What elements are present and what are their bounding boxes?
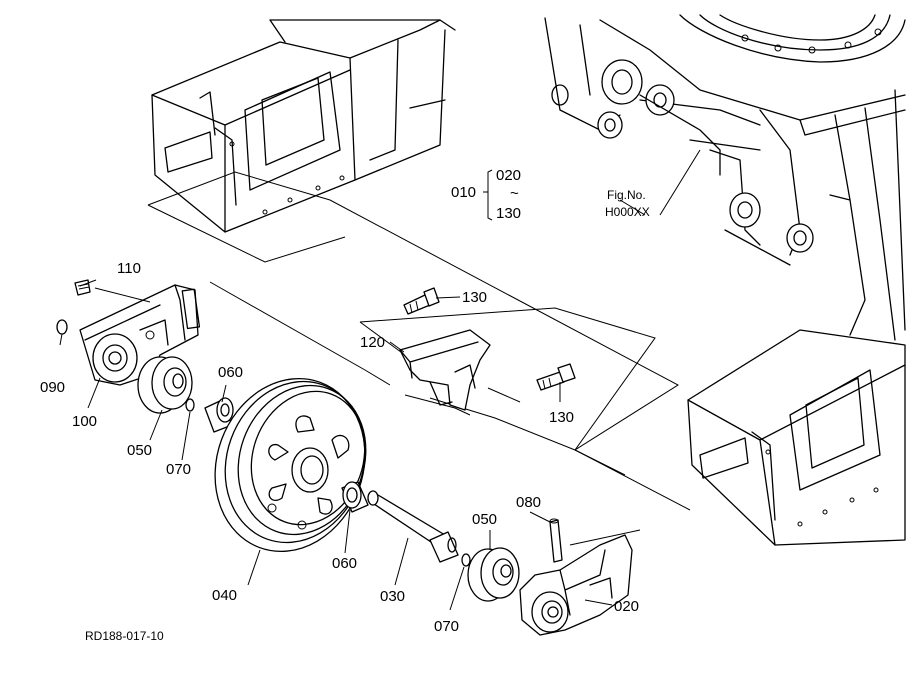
part-110-set-screw xyxy=(74,279,91,296)
label-020: 020 xyxy=(614,598,639,615)
leader-lines xyxy=(59,149,701,611)
label-130-range: 130 xyxy=(496,205,521,222)
part-090-snap-ring xyxy=(56,319,68,335)
label-070-right: 070 xyxy=(434,618,459,635)
label-110: 110 xyxy=(117,260,141,277)
track-frame-bottom-right xyxy=(687,329,906,546)
label-050-left: 050 xyxy=(127,442,152,459)
label-070-left: 070 xyxy=(166,461,191,478)
part-130-bolt-bottom xyxy=(536,363,576,391)
label-040: 040 xyxy=(212,587,237,604)
part-100-bracket xyxy=(79,284,201,386)
label-010: 010 xyxy=(451,184,476,201)
part-080-pin xyxy=(549,518,563,563)
label-100: 100 xyxy=(72,413,97,430)
label-fig-no: Fig.No. xyxy=(607,188,646,202)
label-060-bottom: 060 xyxy=(332,555,357,572)
part-labels: 010 020 ~ 130 Fig.No. H000XX 110 130 120… xyxy=(40,167,650,643)
part-060-bushing-bottom xyxy=(341,481,369,513)
label-060-top: 060 xyxy=(218,364,243,381)
part-130-bolt-top xyxy=(403,287,440,315)
label-030: 030 xyxy=(380,588,405,605)
swing-bearing-top-right xyxy=(544,14,906,341)
part-020-bracket xyxy=(519,534,633,636)
label-080: 080 xyxy=(516,494,541,511)
label-130-bottom: 130 xyxy=(549,409,574,426)
part-040-idler-wheel xyxy=(214,377,367,553)
part-070-o-ring-right xyxy=(461,553,471,567)
part-050-seal-right xyxy=(467,547,520,602)
label-tilde: ~ xyxy=(510,185,519,202)
label-020-range: 020 xyxy=(496,167,521,184)
label-120: 120 xyxy=(360,334,385,351)
label-130-top: 130 xyxy=(462,289,487,306)
assembly-outline xyxy=(147,171,691,546)
label-090: 090 xyxy=(40,379,65,396)
part-070-o-ring-left xyxy=(185,398,195,412)
label-050-right: 050 xyxy=(472,511,497,528)
track-frame-top xyxy=(151,19,456,233)
part-120-guide xyxy=(399,329,491,411)
part-030-shaft xyxy=(367,490,459,563)
label-fig-code: H000XX xyxy=(605,205,650,219)
drawing-reference-code: RD188-017-10 xyxy=(85,629,164,643)
part-050-seal-left xyxy=(137,356,193,414)
